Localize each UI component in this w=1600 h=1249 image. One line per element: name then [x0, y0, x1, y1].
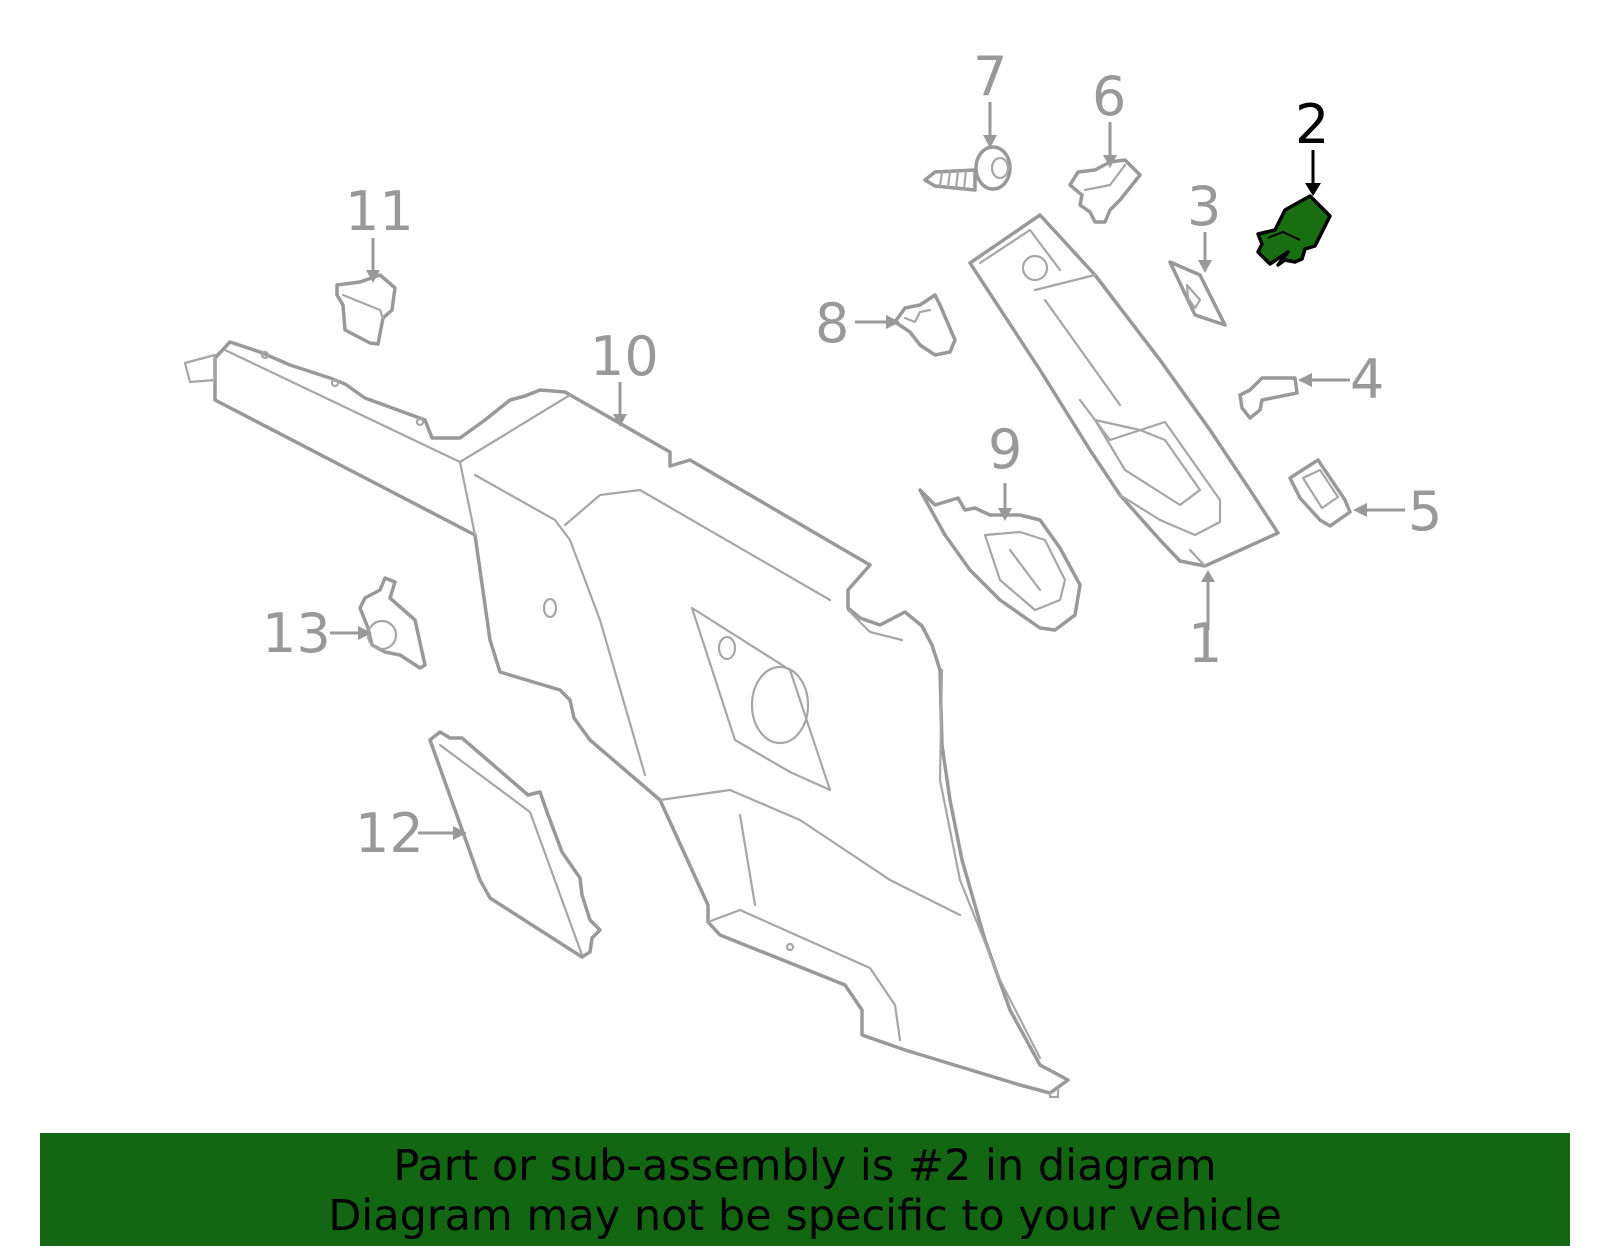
- part-6-clip: [1068, 158, 1142, 224]
- callout-9: 9: [988, 418, 1022, 481]
- callout-leaders: [330, 102, 1405, 840]
- part-8-bracket: [893, 293, 957, 357]
- callout-12: 12: [355, 802, 424, 865]
- part-3-pad: [1168, 260, 1227, 327]
- banner-line-1: Part or sub-assembly is #2 in diagram: [393, 1141, 1217, 1191]
- info-banner: Part or sub-assembly is #2 in diagram Di…: [40, 1133, 1570, 1246]
- banner-line-2: Diagram may not be specific to your vehi…: [328, 1191, 1282, 1241]
- part-11-clip: [335, 273, 397, 346]
- part-9-bracket: [918, 488, 1082, 632]
- part-5-clip: [1288, 458, 1352, 528]
- callout-4: 4: [1350, 348, 1384, 411]
- part-12-cover: [428, 730, 602, 959]
- callout-8: 8: [815, 292, 849, 355]
- part-13-clip: [358, 576, 427, 670]
- callout-10: 10: [590, 325, 659, 388]
- callout-11: 11: [345, 180, 414, 243]
- part-1-pillar-trim: [968, 213, 1280, 568]
- callout-2: 2: [1295, 93, 1329, 156]
- callout-7: 7: [973, 45, 1007, 108]
- part-7-screw: [923, 145, 1012, 192]
- callout-6: 6: [1092, 65, 1126, 128]
- parts-diagram: 1 2 3 4 5 6 7 8 9 10 11 12 13: [183, 45, 1442, 1099]
- callout-3: 3: [1187, 175, 1221, 238]
- part-10-quarter-trim-panel: [183, 340, 1070, 1099]
- callout-13: 13: [262, 602, 331, 665]
- part-2-clip-highlighted: [1256, 194, 1332, 267]
- part-4-push-pin: [1238, 376, 1299, 420]
- callout-labels: 1 2 3 4 5 6 7 8 9 10 11 12 13: [262, 45, 1442, 865]
- callout-1: 1: [1188, 612, 1222, 675]
- callout-5: 5: [1408, 480, 1442, 543]
